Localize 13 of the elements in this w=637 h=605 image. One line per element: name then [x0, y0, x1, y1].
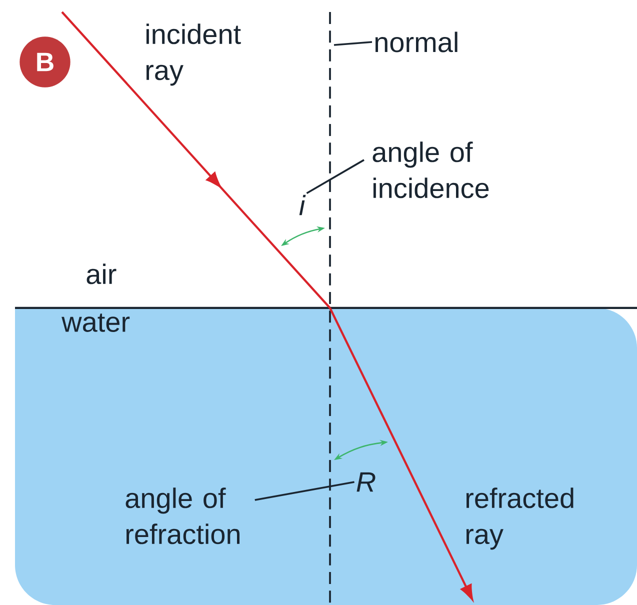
- angle-symbol: i: [299, 194, 306, 216]
- incident-ray-label: incident ray: [146, 24, 241, 86]
- figure-badge: B: [20, 36, 70, 88]
- medium-label: water: [62, 314, 130, 332]
- callout-label: normal: [375, 32, 458, 52]
- leader-line: [306, 159, 364, 194]
- leader-line: [334, 41, 372, 46]
- refracted-ray-label: refracted ray: [466, 488, 574, 550]
- angle-symbol: R: [356, 472, 376, 492]
- leader-line: [254, 481, 354, 501]
- callout-label: angle of incidence: [372, 142, 489, 198]
- callout-label: angle of refraction: [126, 488, 240, 544]
- medium-label: air: [86, 264, 116, 284]
